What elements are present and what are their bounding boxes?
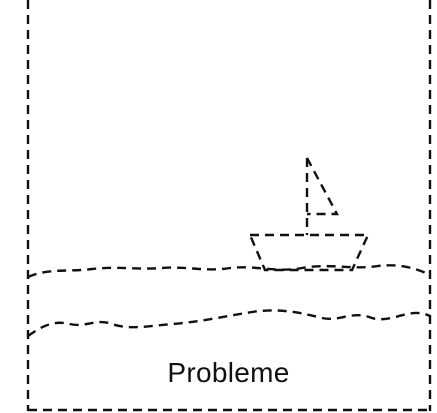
water-lower-wave: [27, 309, 431, 337]
water-surface-wave: [27, 264, 431, 279]
boat-sail: [305, 157, 340, 216]
boat-hull: [248, 233, 370, 272]
diagram-caption: Probleme: [167, 357, 290, 388]
